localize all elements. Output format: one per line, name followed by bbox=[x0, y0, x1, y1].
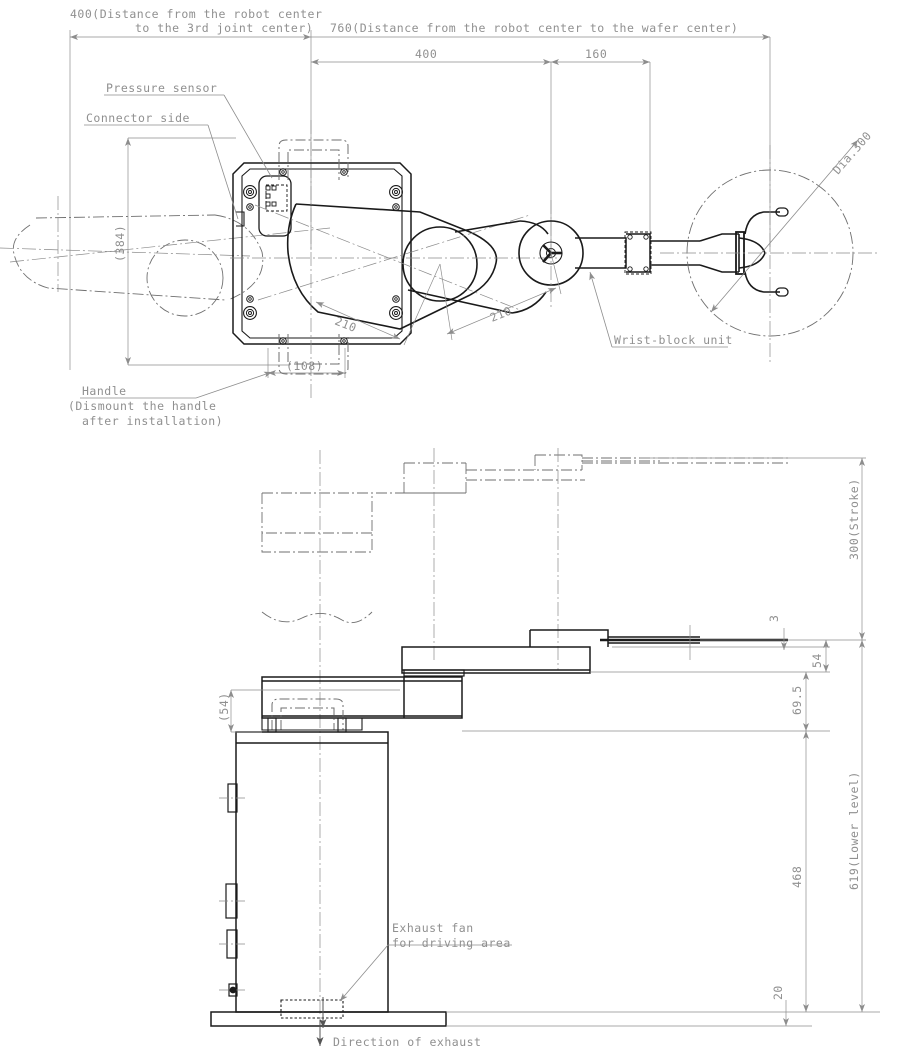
callout-direction-of-exhaust: Direction of exhaust bbox=[333, 1035, 481, 1049]
wafer-outline-dia300 bbox=[660, 139, 880, 362]
handle-bottom bbox=[278, 334, 349, 375]
callout-connector-side: Connector side bbox=[86, 111, 190, 125]
dim-210-group bbox=[315, 252, 562, 346]
dim-400-joint-line1: 400(Distance from the robot center bbox=[70, 7, 322, 21]
side-view-phantom-blade bbox=[582, 457, 790, 464]
callout-handle-line3: after installation) bbox=[82, 414, 223, 428]
dim-619-lower-level: 619(Lower level) bbox=[847, 771, 861, 890]
dim-468: 468 bbox=[790, 866, 804, 888]
side-view-port-plug bbox=[229, 986, 237, 994]
robot-base-housing bbox=[232, 162, 412, 345]
dim-dia-300: Dia.300 bbox=[830, 129, 875, 177]
side-view-lower-arm-solid bbox=[261, 676, 463, 719]
dim-210-link2: 210 bbox=[488, 303, 514, 324]
exhaust-fan-footprint bbox=[280, 997, 344, 1046]
dim-300-stroke: 300(Stroke) bbox=[847, 478, 861, 560]
dim-160: 160 bbox=[585, 47, 607, 61]
dim-384: (384) bbox=[113, 225, 127, 262]
dim-210-link1: 210 bbox=[333, 314, 359, 335]
side-view-dimension-chain bbox=[228, 457, 880, 1027]
dim-760-wafer: 760(Distance from the robot center to th… bbox=[330, 21, 738, 35]
callout-leaders-top bbox=[80, 94, 728, 399]
dim-54: 54 bbox=[810, 653, 824, 668]
callout-exhaust-fan-line2: for driving area bbox=[392, 936, 511, 950]
side-view-column-body bbox=[210, 731, 447, 1027]
top-view-dimension-chain bbox=[69, 30, 771, 378]
handle-top bbox=[278, 139, 349, 180]
side-view-handle-posts bbox=[261, 717, 363, 733]
phantom-arm-outline bbox=[12, 214, 264, 317]
dim-400: 400 bbox=[415, 47, 437, 61]
wrist-block-fasteners bbox=[624, 231, 652, 275]
side-view-phantom-raised bbox=[261, 454, 660, 553]
dim-69-5: 69.5 bbox=[790, 685, 804, 715]
dim-400-joint-line2: to the 3rd joint center) bbox=[135, 21, 313, 35]
wafer-fork-end-effector bbox=[699, 211, 780, 293]
side-view-arm-gasket bbox=[403, 669, 465, 677]
callout-handle-line1: Handle bbox=[82, 384, 127, 398]
dim-54-paren: (54) bbox=[217, 692, 231, 722]
side-view-handle bbox=[271, 698, 344, 730]
phantom-arm-centerlines bbox=[0, 196, 331, 292]
callout-leaders-side bbox=[339, 944, 512, 1002]
wrist-block-unit-body bbox=[575, 233, 700, 273]
pressure-sensor-block bbox=[258, 175, 292, 237]
side-view-phantom-centerlines bbox=[319, 448, 559, 1045]
wafer-fork-tips bbox=[775, 207, 789, 297]
dim-108: (108) bbox=[286, 359, 323, 373]
callout-exhaust-fan-line1: Exhaust fan bbox=[392, 921, 474, 935]
side-view-upper-arm-solid bbox=[401, 629, 700, 674]
callout-handle-line2: (Dismount the handle bbox=[68, 399, 216, 413]
side-view-connector-centerlines bbox=[219, 797, 248, 991]
dim-20: 20 bbox=[771, 985, 785, 1000]
arm-link-1 bbox=[286, 203, 498, 330]
dim-3: 3 bbox=[767, 615, 781, 622]
callout-pressure-sensor: Pressure sensor bbox=[106, 81, 217, 95]
break-line bbox=[261, 611, 373, 624]
callout-wrist-block-unit: Wrist-block unit bbox=[614, 333, 733, 347]
